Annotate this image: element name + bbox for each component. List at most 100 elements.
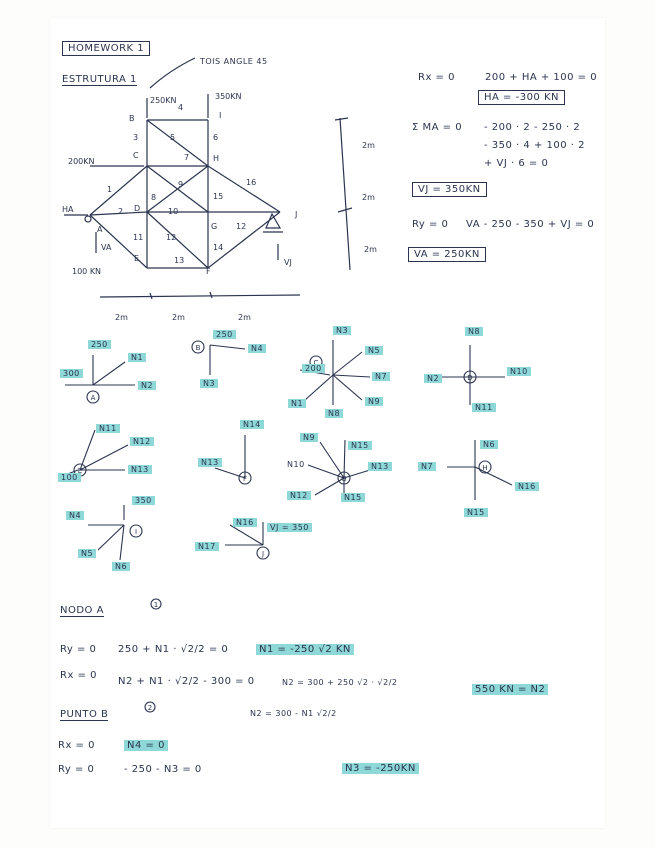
fbd-b-force-n4: N4 <box>248 344 267 353</box>
fbd-f-n13: N13 <box>198 458 222 467</box>
span-3: 2m <box>238 313 251 322</box>
height-3: 2m <box>364 245 377 254</box>
fbd-j-n17: N17 <box>195 542 219 551</box>
fbd-e-100: 100 <box>58 473 81 482</box>
eq2-line3: + VJ · 6 = 0 <box>484 158 549 169</box>
va-label: VA <box>101 243 112 252</box>
fbd-j-node: J <box>261 550 264 558</box>
member-7: 7 <box>184 153 189 162</box>
height-2: 2m <box>362 193 375 202</box>
node-c: C <box>133 151 139 160</box>
fbd-g-n12: N12 <box>287 491 311 500</box>
member-12: 12 <box>166 233 176 242</box>
fbd-h-n7: N7 <box>418 462 437 471</box>
fbd-c-n7: N7 <box>372 372 391 381</box>
member-14: 14 <box>213 243 223 252</box>
fbd-a-node: A <box>91 394 96 402</box>
fbd-b-force-250: 250 <box>213 330 236 339</box>
fbd-i-350: 350 <box>132 496 155 505</box>
fbd-d-n8: N8 <box>465 327 484 336</box>
member-12b: 12 <box>236 222 246 231</box>
fbd-e-node: E <box>78 467 82 475</box>
fbd-g-node: G <box>341 475 346 483</box>
eq2-label: Σ MA = 0 <box>412 122 463 133</box>
fbd-g-n9: N9 <box>300 433 319 442</box>
fbd-h-n6: N6 <box>480 440 499 449</box>
eq1-label: Rx = 0 <box>418 72 455 83</box>
fbd-i-node: I <box>135 528 137 536</box>
member-2: 2 <box>118 207 123 216</box>
member-16: 16 <box>246 178 256 187</box>
fbd-a-force-n2: N2 <box>138 381 157 390</box>
member-5: 5 <box>170 133 175 142</box>
member-8: 8 <box>151 193 156 202</box>
eq1: 200 + HA + 100 = 0 <box>485 72 598 83</box>
fbd-h-n16: N16 <box>515 482 539 491</box>
node-h: H <box>213 154 219 163</box>
fbd-j-n16: N16 <box>233 518 257 527</box>
member-4: 4 <box>178 103 183 112</box>
height-1: 2m <box>362 141 375 150</box>
member-9: 9 <box>178 180 183 189</box>
eq1-result: HA = -300 KN <box>478 90 566 105</box>
fbd-c-200: 200 <box>302 364 325 373</box>
eq2-line1: - 200 · 2 - 250 · 2 <box>484 122 581 133</box>
fbd-c-n8: N8 <box>325 409 344 418</box>
node-f: F <box>206 267 211 276</box>
a-eq1: 250 + N1 · √2/2 = 0 <box>118 644 229 655</box>
homework-title: HOMEWORK 1 <box>62 41 151 56</box>
fbd-h-node: H <box>482 464 487 472</box>
load-250-label: 250KN <box>150 96 177 105</box>
fbd-e-n12: N12 <box>130 437 154 446</box>
load-100-label: 100 KN <box>72 267 101 276</box>
ha-label: HA <box>62 205 74 214</box>
eq2-result: VJ = 350KN <box>412 182 487 197</box>
fbd-a-force-250: 250 <box>88 340 111 349</box>
member-6: 6 <box>213 133 218 142</box>
node-j: J <box>294 210 297 219</box>
fbd-e-n13: N13 <box>128 465 152 474</box>
b-eq2-label: Ry = 0 <box>58 764 95 775</box>
span-1: 2m <box>115 313 128 322</box>
load-350-label: 350KN <box>215 92 242 101</box>
b-eq2: - 250 - N3 = 0 <box>124 764 202 775</box>
eq3: VA - 250 - 350 + VJ = 0 <box>466 219 595 230</box>
fbd-a-force-n1: N1 <box>128 353 147 362</box>
fbd-e-n11: N11 <box>96 424 120 433</box>
fbd-g-n10: N10 <box>287 460 305 469</box>
eq2-line2: - 350 · 4 + 100 · 2 <box>484 140 585 151</box>
b-eq1: N4 = 0 <box>124 740 168 751</box>
eq3-result: VA = 250KN <box>408 247 486 262</box>
load-200-label: 200KN <box>68 157 95 166</box>
member-10: 10 <box>168 207 178 216</box>
a-eq1-result: N1 = -250 √2 KN <box>256 644 354 655</box>
span-2: 2m <box>172 313 185 322</box>
fbd-j-vj: VJ = 350 <box>267 523 312 532</box>
a-eq2-alt: N2 = 300 - N1 √2/2 <box>250 709 337 718</box>
vj-label: VJ <box>284 258 292 267</box>
a-eq2-sub: N2 = 300 + 250 √2 · √2/2 <box>282 678 398 687</box>
a-eq2: N2 + N1 · √2/2 - 300 = 0 <box>118 676 255 687</box>
fbd-f-n14: N14 <box>240 420 264 429</box>
fbd-h-n15: N15 <box>464 508 488 517</box>
node-a-number: 1 <box>154 601 158 609</box>
node-b-title: PUNTO B <box>60 709 109 721</box>
fbd-c-n1: N1 <box>288 399 307 408</box>
fbd-b-node: B <box>196 344 201 352</box>
member-3: 3 <box>133 133 138 142</box>
node-b-number: 2 <box>148 704 152 712</box>
fbd-d-n10: N10 <box>507 367 531 376</box>
node-e: E <box>134 254 139 263</box>
fbd-f-node: F <box>243 475 247 483</box>
member-1: 1 <box>107 185 112 194</box>
node-i: I <box>219 111 221 120</box>
fbd-c-n5: N5 <box>365 346 384 355</box>
fbd-g-n15a: N15 <box>348 441 372 450</box>
b-eq2-result: N3 = -250KN <box>342 763 419 774</box>
fbd-g-n15b: N15 <box>341 493 365 502</box>
node-a-title: NODO A <box>60 605 104 617</box>
fbd-d-node: D <box>467 374 472 382</box>
member-15: 15 <box>213 192 223 201</box>
a-eq1-label: Ry = 0 <box>60 644 97 655</box>
